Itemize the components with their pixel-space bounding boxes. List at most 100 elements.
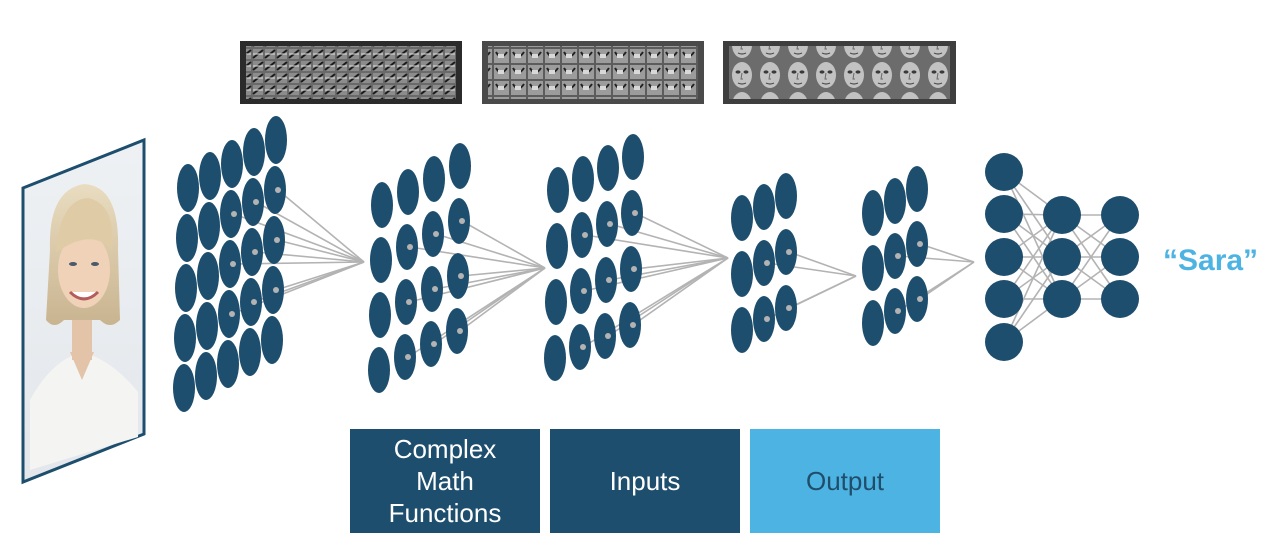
network-nodes — [173, 116, 1139, 412]
connection-dot — [253, 199, 259, 205]
connection-dot — [786, 249, 792, 255]
connection-line — [788, 275, 857, 309]
fc-layer-b-node — [1043, 196, 1081, 234]
layer3-node — [597, 145, 619, 191]
layer1-node — [196, 302, 218, 350]
layer2-node — [371, 182, 393, 228]
inputs-label: Inputs — [609, 466, 681, 496]
connection-dot — [917, 241, 923, 247]
layer3-node — [545, 279, 567, 325]
connection-dot — [230, 261, 236, 267]
layer5-node — [906, 166, 928, 212]
connection-dot — [895, 308, 901, 314]
connection-line — [634, 212, 729, 259]
connection-dot — [582, 232, 588, 238]
layer1-node — [173, 364, 195, 412]
connection-dot — [605, 333, 611, 339]
layer2-node — [370, 237, 392, 283]
fc-layer-b-node — [1043, 280, 1081, 318]
output-box: Output — [750, 429, 940, 533]
filter-strip-parts — [482, 41, 704, 104]
connection-dot — [275, 187, 281, 193]
box-math-line-3: Functions — [388, 498, 502, 528]
filter-strip-edges — [240, 41, 462, 104]
connection-dot — [764, 316, 770, 322]
connection-dot — [252, 249, 258, 255]
connection-line — [460, 267, 546, 277]
connection-dot — [786, 305, 792, 311]
layer2-node — [368, 347, 390, 393]
connection-line — [788, 251, 857, 277]
connection-dot — [630, 322, 636, 328]
layer4-node — [731, 195, 753, 241]
layer3-node — [572, 156, 594, 202]
connection-dot — [459, 218, 465, 224]
connection-dot — [273, 287, 279, 293]
layer5-node — [884, 178, 906, 224]
layer4-node — [753, 184, 775, 230]
connection-dot — [229, 311, 235, 317]
layer2-node — [449, 143, 471, 189]
connection-line — [275, 261, 365, 291]
connection-dot — [458, 273, 464, 279]
complex-math-functions-box: Complex Math Functions — [350, 429, 540, 533]
layer2-node — [369, 292, 391, 338]
fc-output-node — [1101, 196, 1139, 234]
connection-dot — [581, 288, 587, 294]
layer1-node — [217, 340, 239, 388]
connection-dot — [274, 237, 280, 243]
connection-dot — [432, 286, 438, 292]
fc-layer-a-node — [985, 153, 1023, 191]
layer4-node — [731, 307, 753, 353]
layer4-node — [731, 251, 753, 297]
connection-dot — [231, 211, 237, 217]
connection-line — [632, 257, 729, 326]
layer2-node — [397, 169, 419, 215]
connection-dot — [431, 341, 437, 347]
fc-connection-line — [1003, 214, 1063, 343]
layer1-node — [175, 264, 197, 312]
connection-dot — [251, 299, 257, 305]
connection-dot — [764, 260, 770, 266]
fc-layer-a-node — [985, 280, 1023, 318]
connection-dot — [406, 299, 412, 305]
connection-dot — [632, 210, 638, 216]
connection-dot — [917, 296, 923, 302]
layer1-node — [174, 314, 196, 362]
fc-layer-a-node — [985, 323, 1023, 361]
layer1-node — [197, 252, 219, 300]
fc-output-node — [1101, 238, 1139, 276]
connection-dot — [631, 266, 637, 272]
connection-dot — [606, 277, 612, 283]
connection-dot — [433, 231, 439, 237]
layer1-node — [239, 328, 261, 376]
layer1-node — [221, 140, 243, 188]
fc-layer-a-node — [985, 238, 1023, 276]
connection-dot — [457, 328, 463, 334]
connection-dots — [229, 187, 923, 360]
filter-strip-faces — [723, 41, 956, 104]
layer1-node — [176, 214, 198, 262]
layer3-node — [547, 167, 569, 213]
layer1-node — [265, 116, 287, 164]
box-math-line-2: Math — [416, 466, 474, 496]
connection-dot — [607, 221, 613, 227]
box-math-line-1: Complex — [393, 434, 497, 464]
connection-line — [459, 267, 546, 332]
fc-output-node — [1101, 280, 1139, 318]
output-box-label: Output — [805, 466, 885, 496]
layer1-node — [195, 352, 217, 400]
layer3-node — [622, 134, 644, 180]
connection-dot — [895, 253, 901, 259]
output-label: “Sara” — [1163, 244, 1259, 277]
fc-layer-b-node — [1043, 238, 1081, 276]
connection-line — [277, 189, 365, 263]
layer1-node — [199, 152, 221, 200]
connection-dot — [405, 354, 411, 360]
input-portrait-photo — [21, 137, 146, 485]
inputs-box: Inputs — [550, 429, 740, 533]
layer1-node — [177, 164, 199, 212]
layer1-node — [198, 202, 220, 250]
connection-dot — [580, 344, 586, 350]
